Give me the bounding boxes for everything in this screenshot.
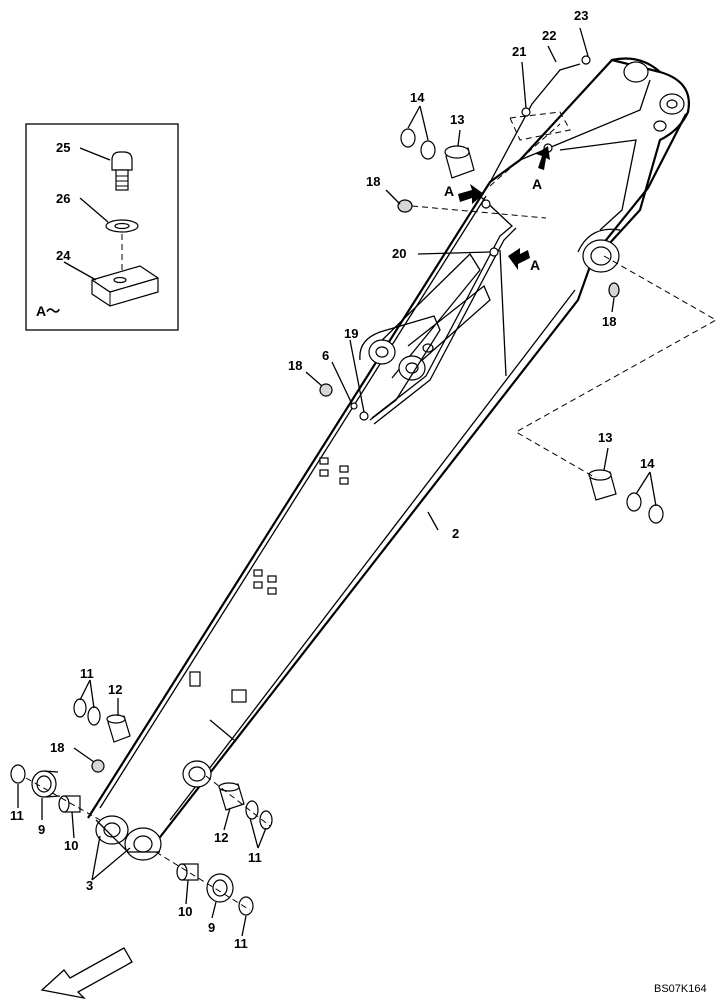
detail-a-box xyxy=(25,123,179,331)
view-marker-a-2: A xyxy=(532,176,542,192)
callout-11-far-left: 11 xyxy=(10,808,24,823)
view-marker-a-1: A xyxy=(444,183,454,199)
callout-11-bottom: 11 xyxy=(234,936,248,951)
callout-3: 3 xyxy=(86,878,93,893)
callout-9-left: 9 xyxy=(38,822,45,837)
seal-11-bottom xyxy=(238,896,254,916)
callout-12-right: 12 xyxy=(214,830,228,845)
grease-nipple-18-c xyxy=(608,282,620,298)
callout-25: 25 xyxy=(56,140,70,155)
grease-nipple-18-a xyxy=(397,199,413,213)
seal-14-b xyxy=(420,140,436,160)
callout-14-right: 14 xyxy=(640,456,655,471)
callout-23: 23 xyxy=(574,8,588,23)
callout-10-bottom: 10 xyxy=(178,904,192,919)
seal-11-right-a xyxy=(245,800,259,820)
callout-11-right: 11 xyxy=(248,850,262,865)
callout-18-top: 18 xyxy=(366,174,380,189)
clamp-plate-part xyxy=(91,265,159,307)
seal-14-d xyxy=(648,504,664,524)
boom-body xyxy=(87,55,690,861)
bushing-13-upper xyxy=(444,145,475,179)
seal-11-top-a xyxy=(73,698,87,718)
callout-22: 22 xyxy=(542,28,556,43)
callout-19: 19 xyxy=(344,326,358,341)
callout-12-top: 12 xyxy=(108,682,122,697)
callout-18-lower: 18 xyxy=(50,740,64,755)
bushing-12-right xyxy=(218,782,245,811)
callout-2: 2 xyxy=(452,526,459,541)
bushing-9-left xyxy=(31,770,61,798)
callout-6: 6 xyxy=(322,348,329,363)
drawing-code: BS07K164 xyxy=(654,983,707,995)
front-direction-arrow xyxy=(40,947,133,1000)
callout-20: 20 xyxy=(392,246,406,261)
callout-26: 26 xyxy=(56,191,70,206)
callout-9-bottom: 9 xyxy=(208,920,215,935)
callout-18-right: 18 xyxy=(602,314,616,329)
bushing-13-right xyxy=(588,469,617,501)
grease-nipple-18-b xyxy=(319,383,333,397)
seal-11-top-b xyxy=(87,706,101,726)
seal-14-a xyxy=(400,128,416,148)
grease-nipple-18-d xyxy=(91,759,105,773)
dashed-assembly-lines xyxy=(25,111,718,911)
seal-11-far-left xyxy=(10,764,26,784)
bolt-part xyxy=(111,151,133,191)
bushing-10-bottom xyxy=(176,863,199,881)
bushing-12-top xyxy=(106,714,131,743)
leader-lines xyxy=(17,27,657,937)
detail-a-label: A～ xyxy=(36,303,60,319)
callout-labels: 2 3 6 9 9 10 10 11 11 11 11 12 12 13 13 … xyxy=(10,8,707,995)
callout-13-right: 13 xyxy=(598,430,612,445)
view-marker-a-3: A xyxy=(530,257,540,273)
callout-21: 21 xyxy=(512,44,526,59)
callout-14-top: 14 xyxy=(410,90,425,105)
bushing-9-bottom xyxy=(206,873,234,903)
seal-14-c xyxy=(626,492,642,512)
callout-10-left: 10 xyxy=(64,838,78,853)
callout-13-top: 13 xyxy=(450,112,464,127)
callout-11-top: 11 xyxy=(80,666,94,681)
callout-18-mid: 18 xyxy=(288,358,302,373)
view-a-arrows xyxy=(458,146,550,270)
callout-24: 24 xyxy=(56,248,71,263)
washer-part xyxy=(105,219,139,233)
